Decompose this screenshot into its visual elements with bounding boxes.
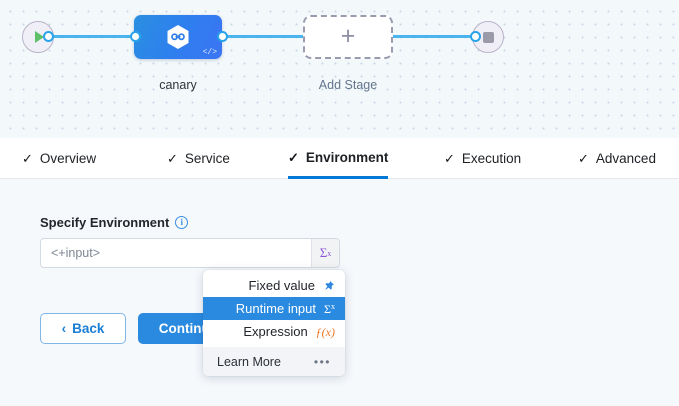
learn-more-row[interactable]: Learn More ••• [203,347,345,376]
sigma-glyph: Σ [324,301,331,316]
canary-output-port[interactable] [217,31,228,42]
code-icon: </> [202,48,217,57]
learn-more-label: Learn More [217,354,281,369]
tab-service[interactable]: ✓ Service [167,138,230,179]
sigma-superscript: x [331,301,335,311]
edge-start-to-canary [47,35,139,38]
sigma-superscript: x [327,248,332,258]
tab-overview[interactable]: ✓ Overview [22,138,96,179]
check-icon: ✓ [578,151,589,166]
info-icon[interactable]: i [175,216,189,229]
stage-tab-bar: ✓ Overview ✓ Service ✓ Environment ✓ Exe… [0,138,679,179]
tab-label: Advanced [595,151,656,166]
plus-icon: + [340,21,356,50]
tab-advanced[interactable]: ✓ Advanced [578,138,656,179]
dropdown-item-expression[interactable]: Expression ƒ(x) [203,320,345,343]
dropdown-item-label: Fixed value [248,278,315,293]
continue-button-label: Continue [158,321,218,336]
chevron-left-icon: ‹ [61,321,67,336]
harness-hexagon-icon [166,24,190,50]
check-icon: ✓ [22,151,33,166]
tab-label: Execution [461,151,522,166]
tab-environment[interactable]: ✓ Environment [288,138,389,179]
check-icon: ✓ [167,151,178,166]
pipeline-canvas[interactable]: </> + canary Add Stage [0,0,679,138]
environment-input[interactable] [41,239,311,267]
pin-icon [323,280,335,292]
canary-input-port[interactable] [130,31,141,42]
environment-input-group[interactable]: Σx [40,238,340,268]
dropdown-item-fixed-value[interactable]: Fixed value [203,274,345,297]
sigma-icon: Σ [319,245,328,260]
check-icon: ✓ [444,151,455,166]
field-label-text: Specify Environment [40,215,170,230]
tab-label: Service [184,151,230,166]
stop-icon [482,31,494,43]
stage-node-canary[interactable]: </> [134,15,222,59]
tab-label: Environment [305,149,389,165]
specify-environment-label: Specify Environment i [40,215,189,230]
back-button-label: Back [72,321,105,336]
start-node[interactable] [22,21,54,53]
tab-label: Overview [39,151,97,166]
start-node-port[interactable] [43,31,54,42]
end-node[interactable] [472,21,504,53]
dropdown-item-label: Expression [243,324,308,339]
back-button[interactable]: ‹ Back [40,313,126,344]
add-stage-label: Add Stage [318,78,378,92]
play-icon [35,31,44,43]
function-icon: ƒ(x) [315,324,335,339]
dropdown-item-label: Runtime input [235,301,317,316]
more-options-icon[interactable]: ••• [313,354,331,369]
check-icon: ✓ [288,149,299,165]
tab-execution[interactable]: ✓ Execution [444,138,521,179]
end-node-port[interactable] [470,31,481,42]
stage-node-label: canary [159,78,197,92]
add-stage-node[interactable]: + [303,15,393,59]
